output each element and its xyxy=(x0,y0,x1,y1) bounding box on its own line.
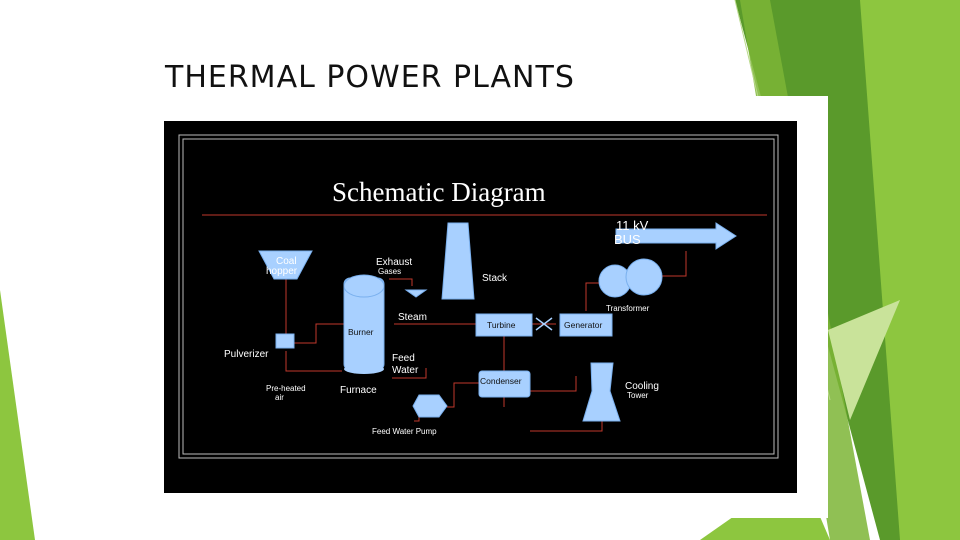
cooling-tower-label-line1: Cooling xyxy=(625,381,659,392)
feed-water-label-line1: Feed xyxy=(392,353,415,364)
feed-water-pump-label: Feed Water Pump xyxy=(372,427,437,436)
exhaust-label-line2: Gases xyxy=(378,267,401,276)
exhaust-label-line1: Exhaust xyxy=(376,257,412,268)
furnace-label: Furnace xyxy=(340,385,377,396)
generator-box xyxy=(559,313,613,337)
turbine-label: Turbine xyxy=(487,320,516,330)
transformer-coil-right xyxy=(625,258,663,296)
left-green-facet xyxy=(0,290,35,540)
diagram-heading: Schematic Diagram xyxy=(332,177,546,207)
schematic-diagram-image: Schematic Diagram 11 kV BUS Coal xyxy=(164,121,797,493)
furnace-bottom xyxy=(344,364,384,374)
condenser-box xyxy=(478,370,531,398)
feed-water-pump-shape xyxy=(412,394,448,418)
condenser-label: Condenser xyxy=(480,376,522,386)
cooling-tower-shape xyxy=(582,362,621,422)
turbine-shaft-coupling xyxy=(535,317,553,331)
bus-label-line1: 11 kV xyxy=(616,218,649,233)
pulverizer-label: Pulverizer xyxy=(224,349,269,360)
stack-shape xyxy=(441,222,475,300)
stack-label: Stack xyxy=(482,273,508,284)
cooling-tower-label-line2: Tower xyxy=(627,391,649,400)
steam-label: Steam xyxy=(398,312,427,323)
right-green-facet-light xyxy=(860,0,960,540)
coal-hopper-label-line2: hopper xyxy=(266,266,298,277)
slide-title: THERMAL POWER PLANTS xyxy=(165,60,575,95)
generator-label: Generator xyxy=(564,320,602,330)
bus-label-line2: BUS xyxy=(614,232,641,247)
feed-water-label-line2: Water xyxy=(392,365,419,376)
turbine-box xyxy=(475,313,533,337)
pre-heated-air-label-line2: air xyxy=(275,393,284,402)
right-green-facet-pale xyxy=(828,300,900,420)
pulverizer-box xyxy=(275,333,295,349)
furnace-top xyxy=(343,274,385,298)
coal-hopper-shape xyxy=(258,250,313,280)
coal-hopper-label-line1: Coal xyxy=(276,256,297,267)
pre-heated-air-label-line1: Pre-heated xyxy=(266,384,306,393)
bus-arrow xyxy=(615,222,737,250)
diagram-inner-border xyxy=(182,138,775,455)
exhaust-funnel xyxy=(404,289,428,298)
diagram-outer-border xyxy=(178,134,779,459)
transformer-label: Transformer xyxy=(606,304,650,313)
burner-label: Burner xyxy=(348,327,374,337)
